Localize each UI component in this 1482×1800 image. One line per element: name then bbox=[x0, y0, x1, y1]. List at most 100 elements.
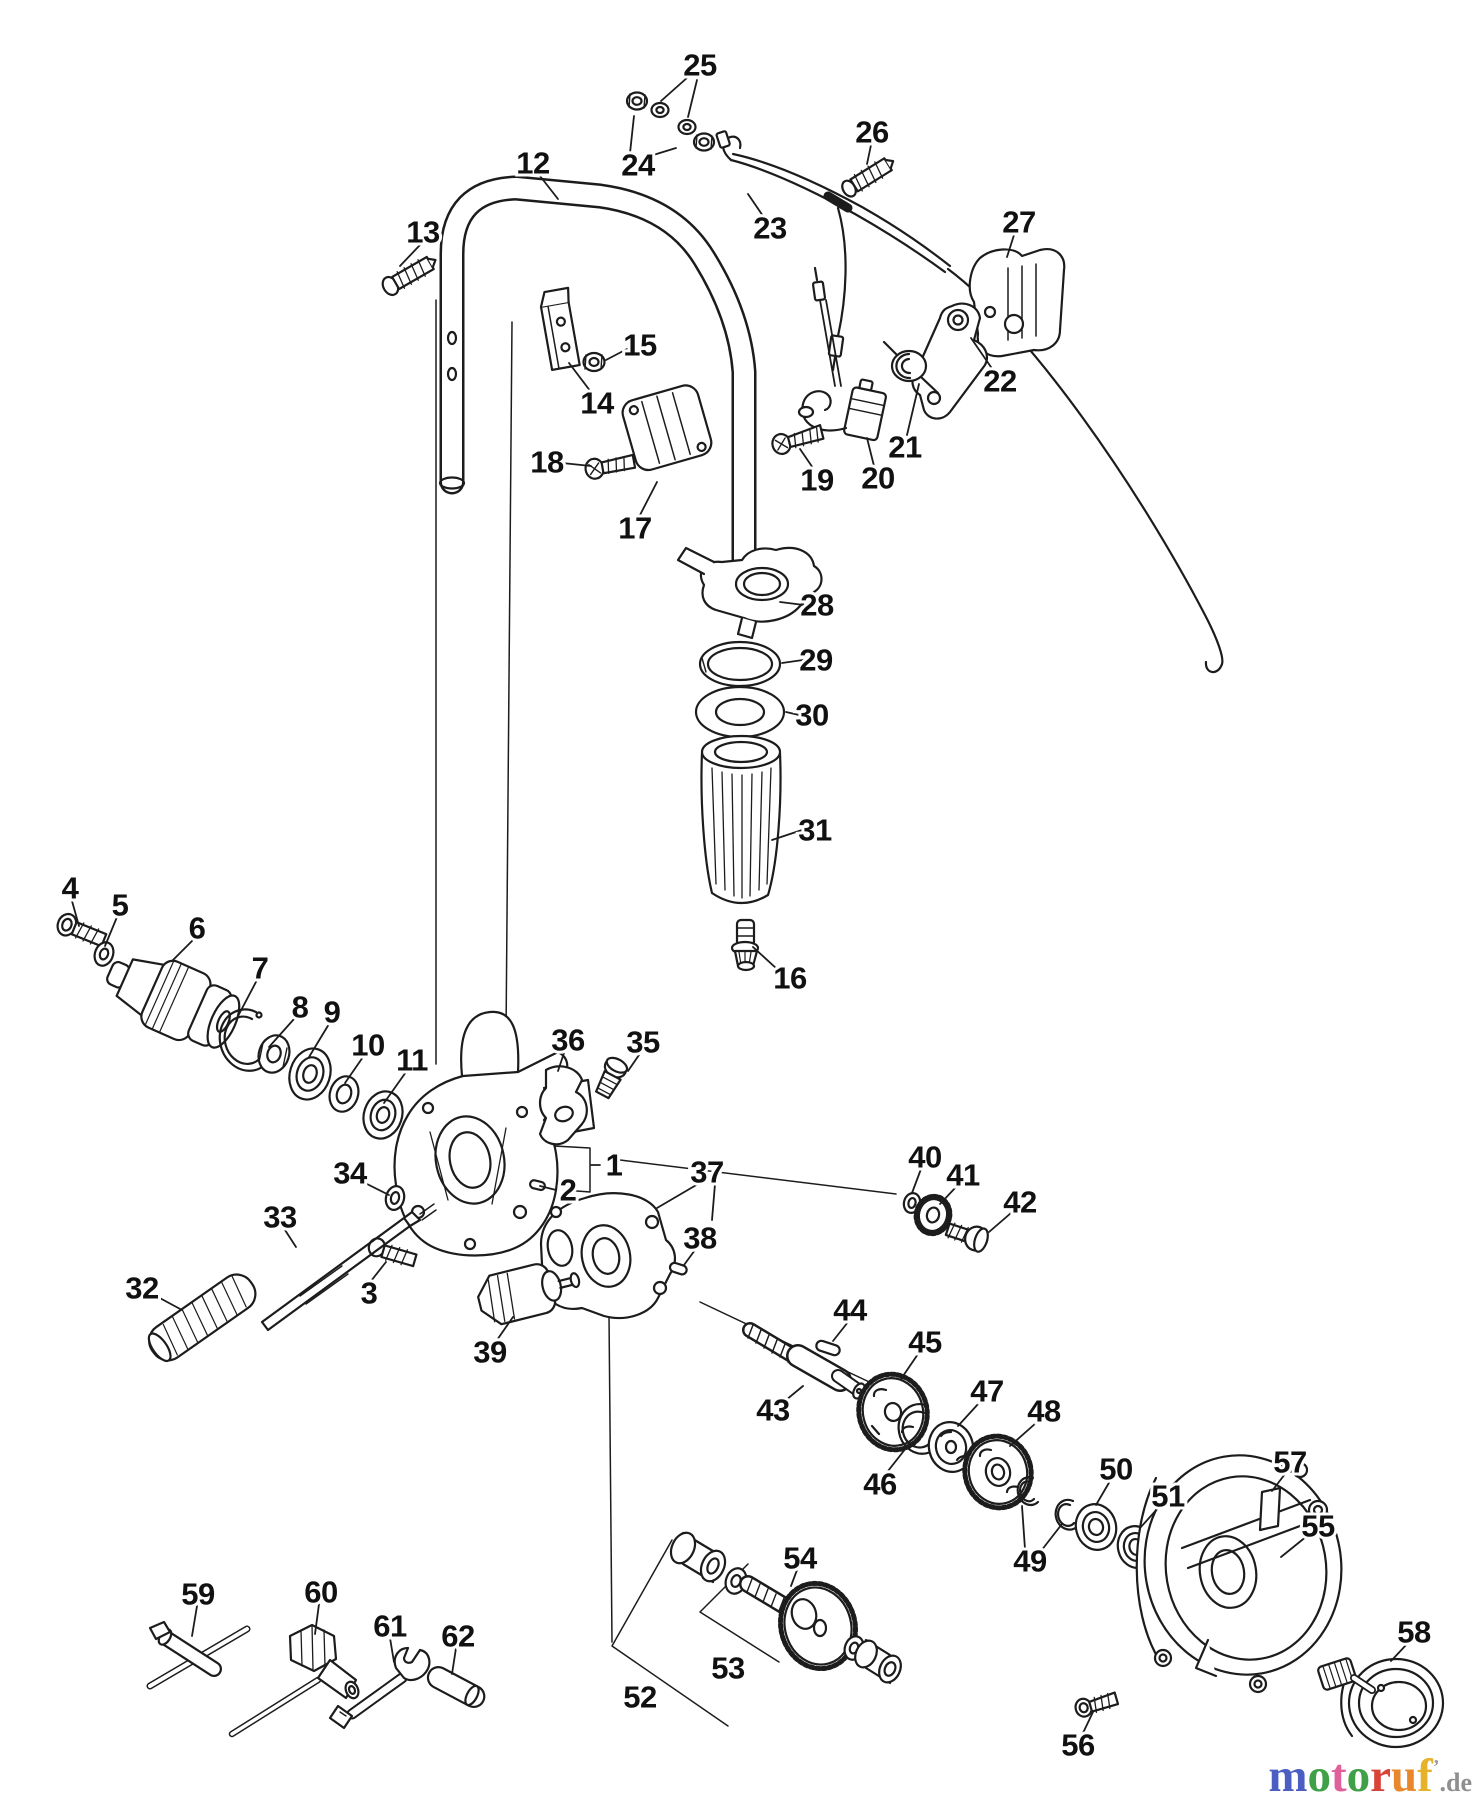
part-26-screw bbox=[841, 157, 895, 198]
leader-line-39 bbox=[496, 1316, 514, 1341]
part-callout-39: 39 bbox=[473, 1335, 507, 1370]
part-callout-32: 32 bbox=[125, 1271, 158, 1306]
part-46-snap-ring bbox=[897, 1403, 938, 1455]
leader-line-36 bbox=[557, 1052, 565, 1072]
leader-line-48 bbox=[1009, 1422, 1037, 1447]
part-42-bolt bbox=[944, 1222, 989, 1253]
part-callout-34: 34 bbox=[333, 1156, 368, 1191]
leader-line-13 bbox=[399, 244, 421, 267]
part-callout-14: 14 bbox=[580, 386, 615, 421]
logo-letter-m: m bbox=[1268, 1750, 1308, 1800]
part-17-handle-clamp bbox=[621, 384, 713, 472]
leader-line-42 bbox=[988, 1212, 1012, 1233]
part-callout-28: 28 bbox=[800, 588, 834, 623]
part-callout-2: 2 bbox=[560, 1173, 577, 1208]
part-callout-1: 1 bbox=[606, 1148, 623, 1183]
part-callout-57: 57 bbox=[1273, 1445, 1306, 1480]
logo-letter-u: u bbox=[1391, 1750, 1418, 1800]
part-callout-25: 25 bbox=[683, 48, 717, 83]
part-callout-36: 36 bbox=[551, 1023, 585, 1058]
logo-suffix: .de bbox=[1439, 1768, 1473, 1797]
part-callout-4: 4 bbox=[62, 871, 80, 906]
part-callout-6: 6 bbox=[189, 911, 206, 946]
part-38-pin bbox=[668, 1261, 688, 1276]
leader-line-19 bbox=[799, 448, 814, 469]
part-15-nut bbox=[582, 351, 606, 373]
part-54-output-gear bbox=[739, 1575, 858, 1672]
leader-line-35 bbox=[627, 1054, 640, 1072]
motoruf-wordmark: motoruf bbox=[1268, 1753, 1432, 1800]
leader-line-29 bbox=[781, 659, 804, 664]
part-35-bolt bbox=[595, 1056, 629, 1100]
part-45-gear bbox=[856, 1371, 930, 1453]
leader-line-38 bbox=[683, 1249, 696, 1266]
part-callout-10: 10 bbox=[351, 1028, 384, 1063]
part-40-washer bbox=[902, 1192, 922, 1214]
part-callout-37: 37 bbox=[690, 1155, 723, 1190]
part-3-screw bbox=[367, 1237, 418, 1268]
part-5-washer bbox=[93, 941, 115, 967]
part-56-screw bbox=[1074, 1691, 1120, 1718]
part-39-knob bbox=[477, 1263, 581, 1326]
part-callout-41: 41 bbox=[946, 1158, 980, 1193]
part-30-washer bbox=[694, 685, 786, 739]
part-50-bearing bbox=[1074, 1503, 1118, 1551]
leader-line-4 bbox=[71, 900, 80, 927]
part-callout-54: 54 bbox=[783, 1541, 818, 1576]
logo-letter-t: t bbox=[1331, 1750, 1347, 1800]
part-callout-18: 18 bbox=[530, 445, 564, 480]
leader-line-5 bbox=[104, 916, 118, 947]
part-callout-9: 9 bbox=[324, 995, 341, 1030]
part-callout-21: 21 bbox=[888, 430, 922, 465]
alignment-lines bbox=[435, 299, 897, 1727]
leader-line-28 bbox=[779, 601, 805, 606]
part-41-pinion-gear bbox=[913, 1193, 953, 1237]
part-59-t-wrench bbox=[146, 1620, 251, 1690]
part-37-housing-half bbox=[539, 1192, 676, 1320]
part-43-input-shaft bbox=[742, 1322, 866, 1400]
part-36-bracket bbox=[538, 1065, 588, 1146]
part-27-throttle-housing bbox=[968, 248, 1066, 358]
leader-line-33 bbox=[284, 1229, 297, 1248]
logo-letter-r: r bbox=[1370, 1750, 1392, 1800]
part-callout-7: 7 bbox=[252, 951, 269, 986]
leader-line-59 bbox=[191, 1605, 198, 1637]
logo-letter-o: o bbox=[1346, 1750, 1371, 1800]
part-16-grip-screw bbox=[730, 918, 760, 972]
part-61-open-end-wrench bbox=[328, 1646, 431, 1730]
leader-line-9 bbox=[308, 1023, 330, 1058]
part-62-pin bbox=[426, 1666, 486, 1709]
line-art bbox=[56, 91, 1445, 1749]
part-52-bushing-left bbox=[669, 1531, 727, 1584]
part-callout-51: 51 bbox=[1151, 1479, 1185, 1514]
part-44-key bbox=[815, 1339, 841, 1357]
leader-line-40 bbox=[911, 1168, 922, 1194]
part-callout-27: 27 bbox=[1002, 205, 1035, 240]
leader-line-27 bbox=[1006, 234, 1015, 258]
part-callout-23: 23 bbox=[753, 211, 787, 246]
leader-line-11 bbox=[383, 1071, 407, 1104]
part-18-screw bbox=[584, 453, 637, 480]
leader-line-3 bbox=[370, 1261, 387, 1282]
leader-line-7 bbox=[236, 979, 258, 1019]
part-callout-42: 42 bbox=[1003, 1185, 1036, 1220]
part-callout-33: 33 bbox=[263, 1200, 297, 1235]
leader-line-50 bbox=[1095, 1480, 1111, 1506]
part-callout-20: 20 bbox=[861, 461, 894, 496]
leader-line-43 bbox=[785, 1385, 804, 1401]
part-callout-45: 45 bbox=[908, 1325, 942, 1360]
part-11-bearing bbox=[362, 1090, 404, 1140]
part-callout-11: 11 bbox=[396, 1043, 428, 1078]
leader-line-8 bbox=[268, 1018, 295, 1048]
leader-line-56 bbox=[1082, 1711, 1094, 1734]
leader-line-41 bbox=[939, 1186, 957, 1205]
part-callout-52: 52 bbox=[623, 1680, 656, 1715]
part-callout-47: 47 bbox=[970, 1374, 1003, 1409]
leader-line-15 bbox=[605, 348, 628, 361]
part-48-gear bbox=[962, 1433, 1034, 1511]
leader-line-32 bbox=[155, 1295, 183, 1311]
part-callout-30: 30 bbox=[795, 698, 828, 733]
part-callout-61: 61 bbox=[373, 1609, 407, 1644]
